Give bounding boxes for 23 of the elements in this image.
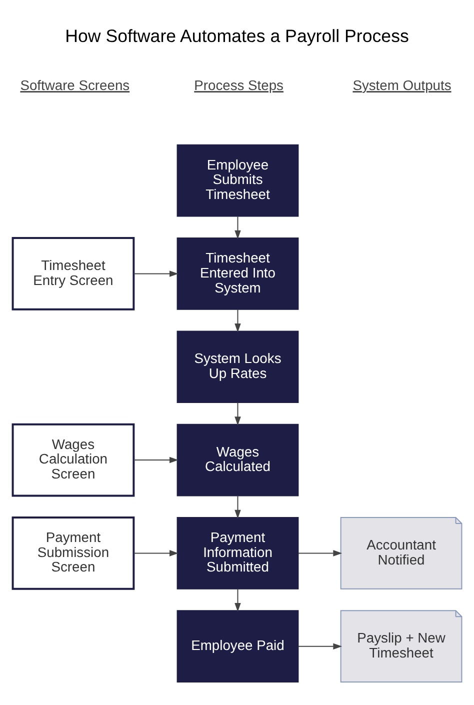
label: Process Steps bbox=[194, 76, 284, 93]
label: Software Screens bbox=[20, 76, 130, 93]
arrow bbox=[234, 588, 241, 612]
node-box: Wages Calculation Screen bbox=[12, 422, 135, 496]
arrow bbox=[133, 456, 178, 463]
arrow bbox=[234, 308, 241, 332]
node-box: Payment Information Submitted bbox=[176, 516, 299, 589]
arrow bbox=[234, 494, 241, 518]
node-box: Employee Paid bbox=[176, 610, 299, 682]
node-box: Wages Calculated bbox=[176, 423, 299, 496]
diagram-title: How Software Automates a Payroll Process bbox=[65, 26, 409, 46]
node-box: Timesheet Entered Into System bbox=[176, 237, 299, 310]
node-box: Employee Submits Timesheet bbox=[176, 144, 299, 216]
arrow bbox=[133, 550, 178, 556]
arrow bbox=[298, 550, 342, 556]
node-box: Timesheet Entry Screen bbox=[12, 236, 135, 310]
arrow bbox=[298, 642, 342, 649]
arrow bbox=[234, 402, 241, 426]
node-box: System Looks Up Rates bbox=[176, 330, 299, 403]
label: System Outputs bbox=[352, 76, 452, 93]
arrow bbox=[133, 270, 178, 276]
node-box: Payment Submission Screen bbox=[12, 516, 135, 590]
arrow bbox=[234, 215, 241, 239]
